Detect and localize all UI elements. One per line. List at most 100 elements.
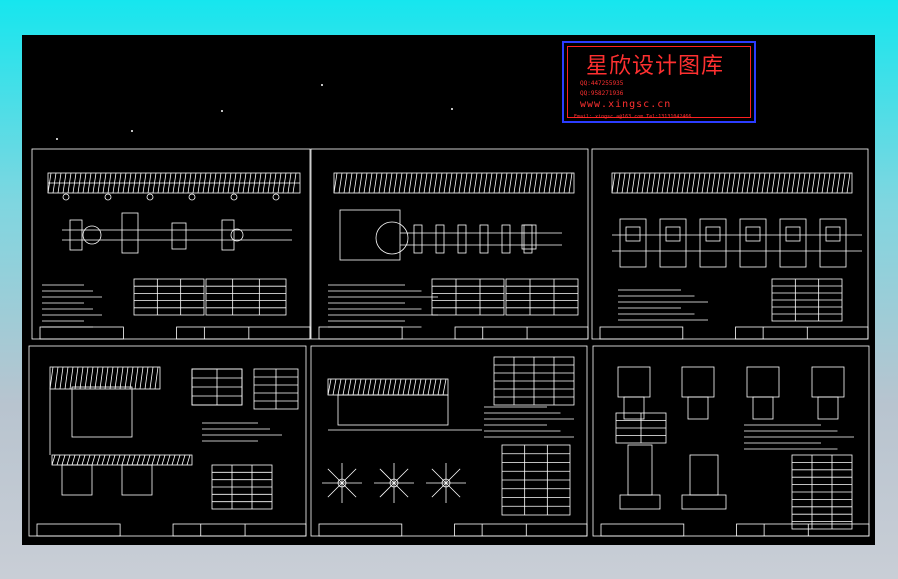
hatch bbox=[352, 378, 357, 396]
hatch bbox=[676, 172, 681, 194]
hatch bbox=[377, 378, 382, 396]
title-block bbox=[454, 523, 588, 537]
hatch bbox=[146, 454, 151, 466]
drawing-canvas: 星欣设计图库 QQ:447255935 QQ:958271936 www.xin… bbox=[22, 35, 875, 545]
star-pattern-hub bbox=[389, 478, 399, 488]
hatch bbox=[711, 172, 716, 194]
hatch bbox=[631, 172, 636, 194]
section-strip bbox=[327, 378, 449, 396]
hatch bbox=[156, 454, 161, 466]
hatch bbox=[154, 366, 159, 390]
hatch bbox=[626, 172, 631, 194]
noise-dot bbox=[450, 108, 453, 111]
star-pattern bbox=[431, 468, 447, 484]
hatch bbox=[131, 454, 136, 466]
hatch bbox=[166, 454, 171, 466]
stamp-url: www.xingsc.cn bbox=[580, 99, 672, 110]
rib bbox=[501, 224, 511, 254]
hatch bbox=[781, 172, 786, 194]
rib bbox=[457, 224, 467, 254]
noise-dot bbox=[131, 130, 134, 133]
hatch bbox=[412, 378, 417, 396]
hatch bbox=[151, 454, 156, 466]
title-block bbox=[735, 326, 869, 340]
square-inner bbox=[745, 226, 761, 242]
hatch bbox=[61, 454, 66, 466]
hatch bbox=[771, 172, 776, 194]
square-inner bbox=[825, 226, 841, 242]
hatch bbox=[49, 366, 54, 390]
star-pattern bbox=[445, 468, 461, 484]
column-base-1 bbox=[623, 396, 645, 420]
hatch bbox=[483, 172, 488, 194]
hatch bbox=[432, 378, 437, 396]
hatch bbox=[691, 172, 696, 194]
hatch bbox=[427, 378, 432, 396]
hatch bbox=[766, 172, 771, 194]
hatch bbox=[417, 378, 422, 396]
hatch bbox=[343, 172, 348, 194]
hatch bbox=[114, 366, 119, 390]
parts-table bbox=[133, 278, 205, 316]
hatch bbox=[327, 378, 332, 396]
stamp-inner-border bbox=[567, 46, 751, 118]
cad-drawing bbox=[28, 84, 870, 537]
square-block bbox=[819, 218, 847, 268]
hatch bbox=[413, 172, 418, 194]
square-inner bbox=[665, 226, 681, 242]
stamp-qq-1: QQ:447255935 bbox=[580, 80, 624, 87]
bolt bbox=[104, 193, 112, 201]
parts-table bbox=[431, 278, 505, 316]
hatch bbox=[701, 172, 706, 194]
hatch bbox=[397, 378, 402, 396]
hatch bbox=[353, 172, 358, 194]
hatch bbox=[408, 172, 413, 194]
hatch bbox=[382, 378, 387, 396]
hatch bbox=[109, 366, 114, 390]
hatch bbox=[71, 454, 76, 466]
hatch bbox=[392, 378, 397, 396]
hatch bbox=[372, 378, 377, 396]
hatch bbox=[478, 172, 483, 194]
hatch bbox=[86, 454, 91, 466]
hatch bbox=[671, 172, 676, 194]
bolt bbox=[146, 193, 154, 201]
hatch bbox=[338, 172, 343, 194]
hatch bbox=[568, 172, 573, 194]
hatch bbox=[66, 454, 71, 466]
hatch bbox=[681, 172, 686, 194]
hatch bbox=[488, 172, 493, 194]
square-inner bbox=[705, 226, 721, 242]
column-head-4 bbox=[811, 366, 845, 398]
hatch bbox=[348, 172, 353, 194]
elevation-strip bbox=[333, 172, 575, 194]
flange bbox=[69, 219, 83, 251]
hatch bbox=[836, 172, 841, 194]
hatch bbox=[139, 366, 144, 390]
hatch bbox=[796, 172, 801, 194]
hatch bbox=[846, 172, 851, 194]
hatch bbox=[442, 378, 447, 396]
rib bbox=[413, 224, 423, 254]
bolt bbox=[230, 193, 238, 201]
hatch bbox=[538, 172, 543, 194]
hatch bbox=[746, 172, 751, 194]
hatch bbox=[563, 172, 568, 194]
hatch bbox=[543, 172, 548, 194]
column-head-1 bbox=[617, 366, 651, 398]
column-base-2 bbox=[687, 396, 709, 420]
hatch bbox=[59, 366, 64, 390]
hatch bbox=[611, 172, 616, 194]
hatch bbox=[513, 172, 518, 194]
stamp-qq-2: QQ:958271936 bbox=[580, 90, 624, 97]
column-base-4 bbox=[817, 396, 839, 420]
hatch bbox=[493, 172, 498, 194]
noise-dot bbox=[320, 84, 323, 87]
sheet-frame-4 bbox=[28, 345, 307, 537]
hatch bbox=[422, 378, 427, 396]
star-pattern bbox=[393, 482, 409, 498]
hatch bbox=[101, 454, 106, 466]
square-block bbox=[699, 218, 727, 268]
hatch bbox=[99, 366, 104, 390]
large-circle bbox=[375, 221, 409, 255]
